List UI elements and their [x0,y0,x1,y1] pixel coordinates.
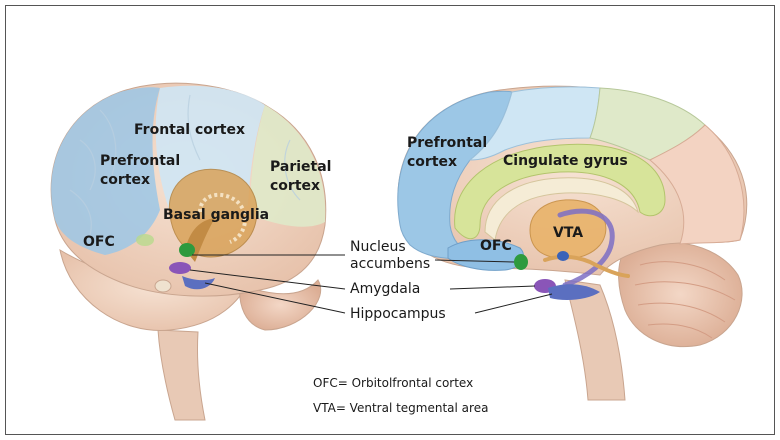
label-nucleus-line2: accumbens [350,256,430,272]
left-amygdala [169,262,191,274]
leader-hippocampus-right [475,294,552,313]
label-left-basal-ganglia: Basal ganglia [163,207,269,223]
right-nucleus-accumbens [514,254,528,270]
legend-vta-definition: VTA= Ventral tegmental area [313,401,488,415]
right-brain [398,86,747,400]
label-right-cingulate-gyrus: Cingulate gyrus [503,153,628,169]
label-amygdala: Amygdala [350,281,420,297]
label-right-prefrontal-line2: cortex [407,154,457,170]
label-right-prefrontal-line1: Prefrontal [407,135,487,151]
label-right-ofc: OFC [480,238,512,254]
label-left-ofc: OFC [83,234,115,250]
label-right-vta: VTA [553,225,583,241]
label-left-prefrontal-line1: Prefrontal [100,153,180,169]
left-ofc-patch [136,234,154,246]
left-brainstem [158,330,205,420]
label-left-frontal-cortex: Frontal cortex [134,122,245,138]
label-left-parietal-line2: cortex [270,178,320,194]
legend-ofc-definition: OFC= Orbitolfrontal cortex [313,376,473,390]
label-hippocampus: Hippocampus [350,306,446,322]
label-left-parietal-line1: Parietal [270,159,331,175]
leader-amygdala-right [450,286,535,289]
label-nucleus-line1: Nucleus [350,239,406,255]
right-vta-node [557,251,569,261]
label-left-prefrontal-line2: cortex [100,172,150,188]
left-optic-nub [155,280,171,292]
